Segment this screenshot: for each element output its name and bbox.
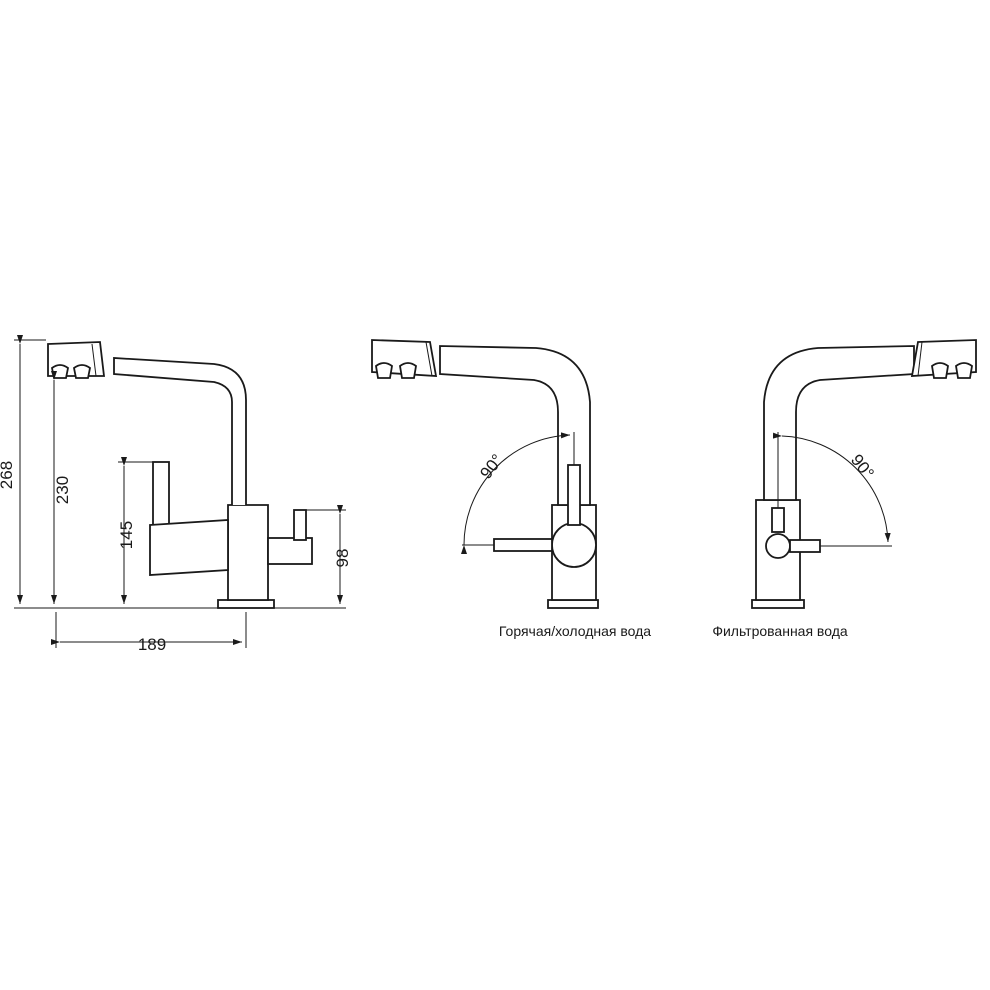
hc-spout [439,345,591,506]
side-filter-block [267,537,313,565]
fw-lever-hub [765,533,791,559]
side-nozzle-1 [51,364,69,379]
filtered-view: 90° Фильтрованная вода [712,339,977,639]
hc-lever-side [493,538,553,552]
fw-lever-up [771,507,785,533]
side-filter-lever [293,509,307,541]
side-main-lever [152,461,170,531]
fw-nozzle-1 [931,362,949,379]
side-body [227,504,269,601]
hc-lever-up [567,464,581,526]
hc-angle-label: 90° [476,451,507,483]
side-base [217,599,275,609]
side-spout [113,357,247,505]
dim-reach: 189 [138,635,166,654]
fw-angle-label: 90° [847,451,878,483]
hc-nozzle-1 [375,362,393,379]
hc-base [547,599,599,609]
fw-nozzle-2 [955,362,973,379]
dim-lever-height: 145 [117,521,136,549]
hc-lever-hub [551,522,597,568]
dim-side-handle-height: 98 [333,549,352,568]
side-mixer-cartridge [149,519,229,576]
fw-base [751,599,805,609]
side-nozzle-2 [73,364,91,379]
side-view: 268 230 145 98 189 [0,335,352,654]
hot-cold-view: 90° Горячая/холодная вода [371,339,651,639]
fw-spout [763,345,915,501]
hc-caption: Горячая/холодная вода [499,623,651,639]
dim-spout-height: 230 [53,476,72,504]
hc-nozzle-2 [399,362,417,379]
fw-lever-side [789,539,821,553]
fw-caption: Фильтрованная вода [712,623,848,639]
dim-total-height: 268 [0,461,16,489]
